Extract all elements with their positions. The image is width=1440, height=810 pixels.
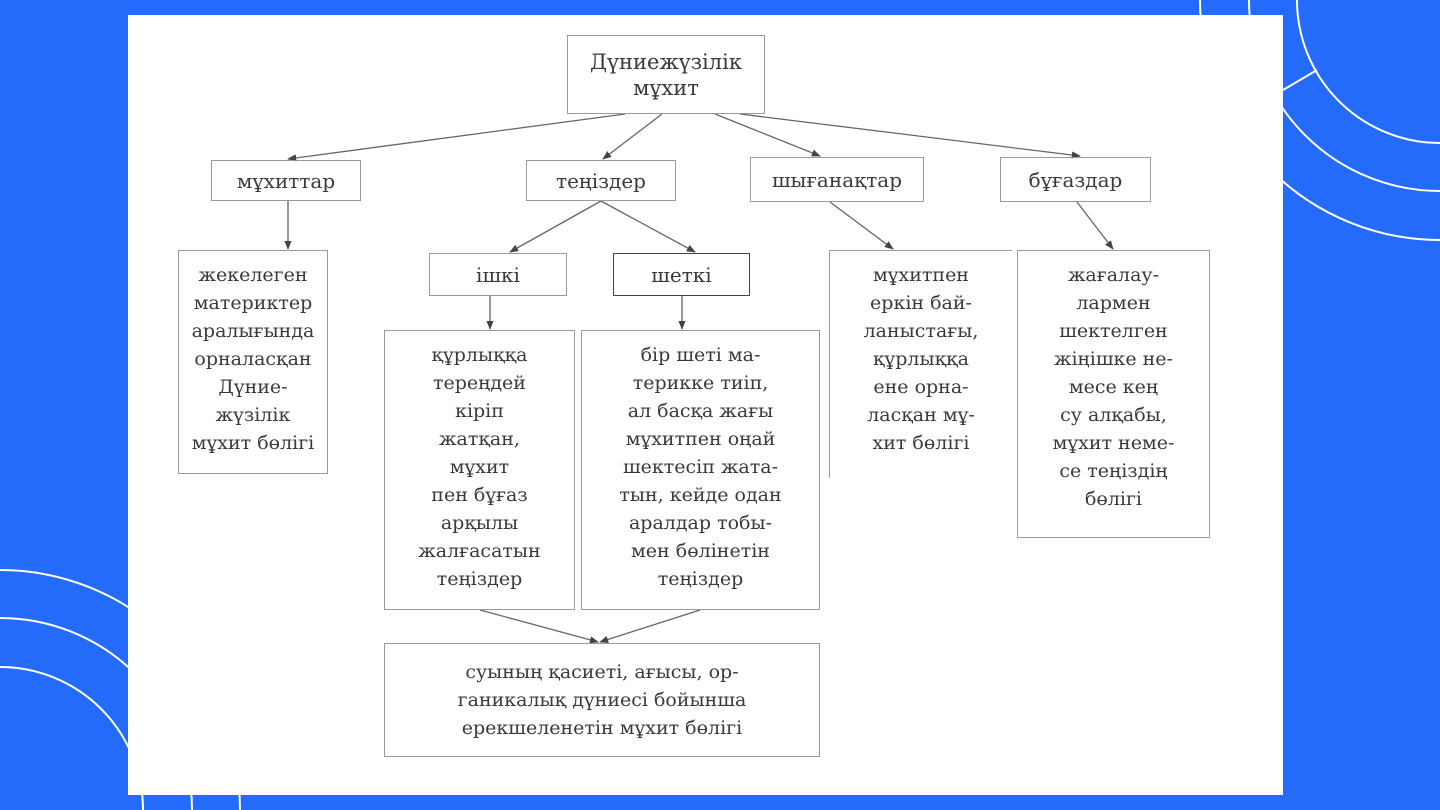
root-node: Дүниежүзілік мұхит (567, 35, 765, 114)
node-oceans: мұхиттар (211, 160, 361, 201)
node-seas: теңіздер (526, 160, 676, 201)
definition-inner-seas: құрлыққа тереңдей кіріп жатқан, мұхит пе… (384, 330, 575, 610)
node-bays: шығанақтар (750, 157, 924, 202)
arrow (479, 609, 599, 644)
arrow (829, 201, 894, 250)
arrow (1076, 201, 1114, 250)
node-inner-seas: ішкі (429, 253, 567, 296)
node-marginal-seas: шеткі (613, 253, 750, 296)
definition-seas-common: суының қасиеті, ағысы, ор- ганикалық дүн… (384, 643, 820, 757)
arrow (602, 113, 663, 160)
arc-connector (1282, 69, 1318, 91)
arrow (599, 609, 701, 643)
definition-straits: жағалау- лармен шектелген жіңішке не- ме… (1017, 250, 1210, 538)
definition-oceans: жекелеген материктер аралығында орналасқ… (178, 250, 328, 474)
definition-marginal-seas: бір шеті ма- терикке тиіп, ал басқа жағы… (581, 330, 820, 610)
arrow (509, 200, 602, 253)
definition-bays: мұхитпен еркін бай- ланыстағы, құрлыққа … (829, 250, 1012, 478)
arrow (600, 200, 696, 253)
arrow (287, 113, 626, 162)
node-straits: бұғаздар (1000, 157, 1151, 202)
slide-panel (128, 15, 1283, 795)
arrow (739, 113, 1081, 159)
arrow (714, 113, 821, 157)
arc (1296, 0, 1440, 144)
